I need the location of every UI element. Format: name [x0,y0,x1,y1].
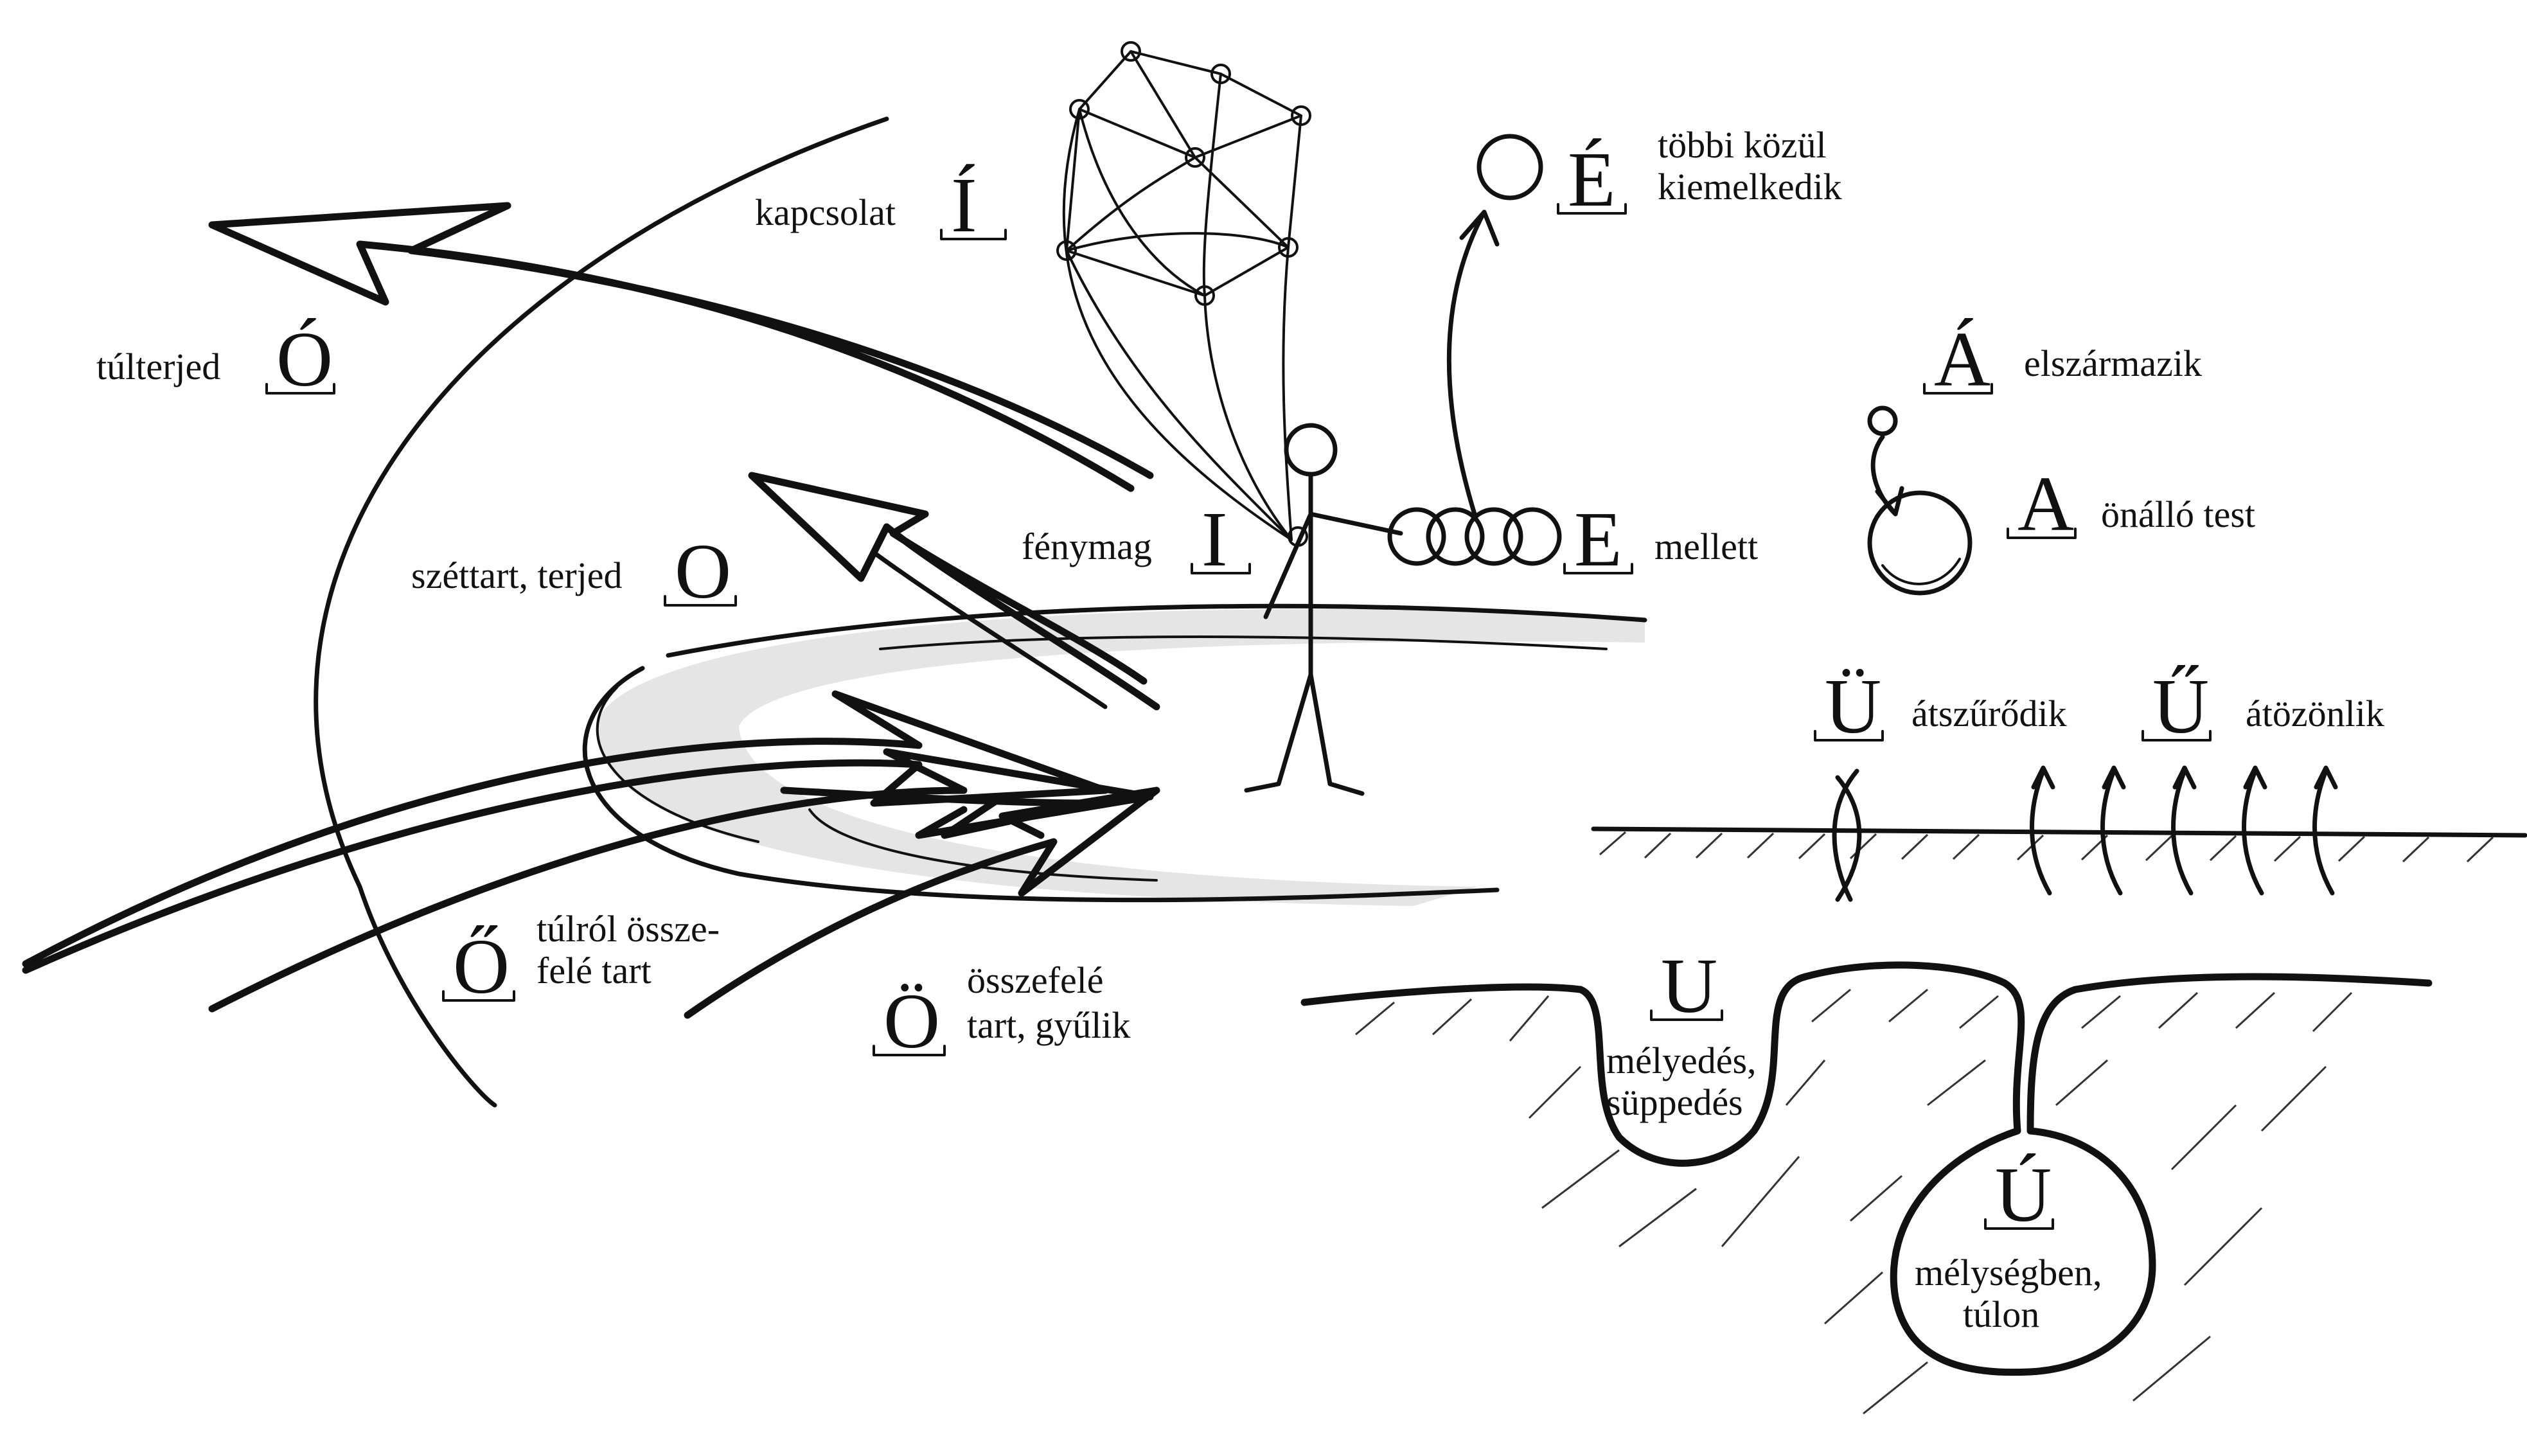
sound-a-acute: Á elszármazik [1934,316,2202,403]
sound-u-double-acute: Ű átözönlik [2152,663,2384,750]
depression-ground [1304,965,2429,1414]
label-o-umlaut-line2: tart, gyűlik [967,1004,1131,1046]
letter-o-acute: Ó [276,316,333,403]
sound-i-acute: Í kapcsolat [755,162,977,249]
sound-e: E mellett [1574,496,1758,583]
sound-a: A önálló test [2017,461,2255,547]
label-u-line2: süppedés [1606,1081,1743,1123]
standout-ball [1449,136,1541,514]
sound-o-double-acute: Ő túlról össze- felé tart [453,908,720,1010]
sound-u: U mélyedés, süppedés [1606,943,1757,1123]
sound-i: I fénymag [1022,496,1228,583]
label-o-double-acute-line1: túlról össze- [536,908,720,950]
letter-u-acute: Ú [1995,1151,2052,1238]
sound-o: O széttart, terjed [411,528,731,615]
sound-o-umlaut: Ö összefelé tart, gyűlik [883,959,1131,1065]
letter-o-double-acute: Ő [453,923,510,1010]
label-a: önálló test [2101,493,2255,535]
label-e-acute-line2: kiemelkedik [1658,166,1842,208]
sound-o-acute: Ó túlterjed [96,316,333,403]
letter-e: E [1574,496,1622,583]
letter-e-acute: É [1568,136,1616,223]
label-u-line1: mélyedés, [1606,1040,1757,1081]
label-e-acute-line1: többi közül [1658,124,1827,166]
label-o-double-acute-line2: felé tart [536,950,652,991]
letter-o-umlaut: Ö [883,978,940,1065]
label-u-acute-line1: mélységben, [1915,1252,2102,1293]
ground-disk [585,606,1645,906]
sound-e-acute: É többi közül kiemelkedik [1568,124,1842,223]
label-u-umlaut: átszűrődik [1911,693,2067,734]
label-a-acute: elszármazik [2024,342,2202,384]
label-i-acute: kapcsolat [755,191,896,233]
letter-u-umlaut: Ü [1825,663,1881,750]
o-acute-arrow [212,206,1150,488]
label-o-umlaut-line1: összefelé [967,959,1104,1001]
letter-u: U [1661,943,1717,1029]
letter-a: A [2017,461,2074,547]
beside-balls [1390,510,1559,564]
label-i: fénymag [1022,526,1152,567]
letter-u-double-acute: Ű [2152,663,2209,750]
letter-i-acute: Í [951,162,977,249]
label-u-acute-line2: túlon [1963,1293,2039,1335]
letter-o: O [675,528,731,615]
label-e: mellett [1654,526,1758,567]
label-o: széttart, terjed [411,555,623,596]
sound-u-acute: Ú mélységben, túlon [1915,1151,2102,1335]
label-u-double-acute: átözönlik [2246,693,2384,734]
label-o-acute: túlterjed [96,346,220,387]
sound-u-umlaut: Ü átszűrődik [1825,663,2067,750]
letter-i: I [1201,496,1228,583]
letter-a-acute: Á [1934,316,1991,403]
right-ground [1593,768,2525,900]
origin-bodies [1870,408,1970,593]
